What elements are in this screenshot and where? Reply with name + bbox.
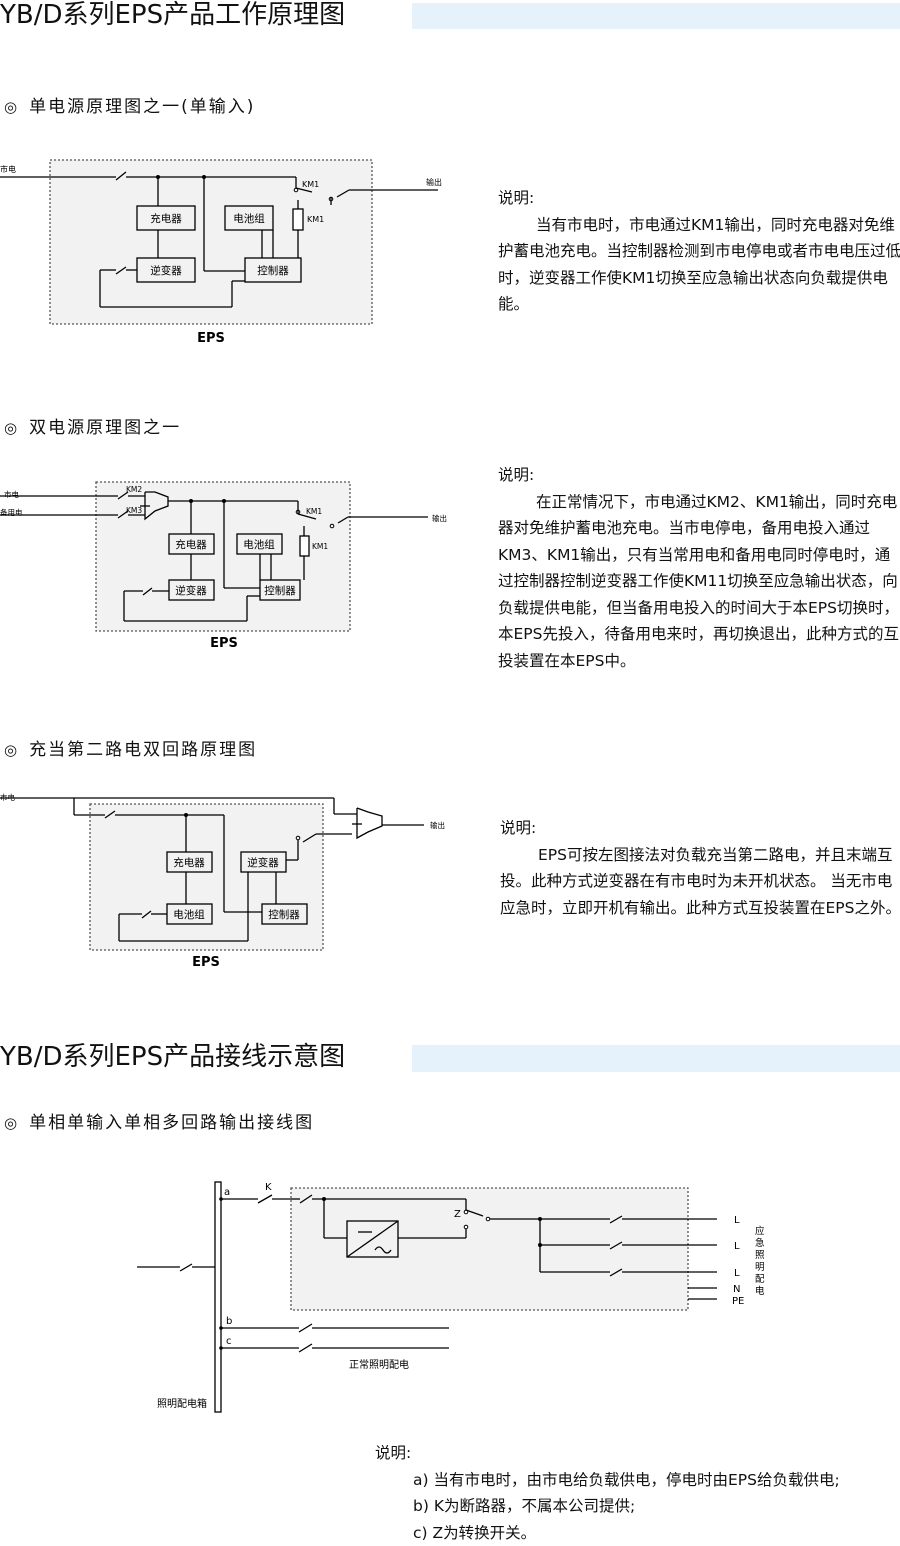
ats-switch <box>357 808 382 838</box>
note-heading: 说明: <box>498 462 900 489</box>
diagram-subtitle-text: 充当第二路电双回路原理图 <box>29 740 257 760</box>
output-label: 输出 <box>430 820 445 830</box>
mains-label: 市电 <box>0 792 15 802</box>
circle-bullet-icon: ◎ <box>4 98 19 116</box>
output-label: 输出 <box>432 513 447 523</box>
km3-label: KM3 <box>126 506 142 515</box>
charger-label: 充电器 <box>175 538 207 551</box>
charger-label: 充电器 <box>150 212 182 225</box>
km1-coil <box>300 536 309 556</box>
circle-bullet-icon: ◎ <box>4 741 19 759</box>
emergency-char: 电 <box>755 1285 765 1297</box>
section-title: YB/D系列EPS产品工作原理图 <box>0 0 345 32</box>
charger-label: 充电器 <box>173 856 205 869</box>
single-source-diagram: 市电 输出 KM1 KM1 充电器 电池组 逆变器 控制器 EPS <box>0 150 470 350</box>
distribution-box-label: 照明配电箱 <box>157 1397 207 1410</box>
inverter-label: 逆变器 <box>150 264 182 277</box>
emergency-char: 急 <box>755 1237 765 1249</box>
eps-enclosure <box>96 482 350 631</box>
bus-bar <box>215 1182 221 1412</box>
label-l3: L <box>734 1268 740 1279</box>
emergency-char: 明 <box>755 1262 765 1273</box>
note-item: b) K为断路器，不属本公司提供; <box>375 1493 840 1520</box>
note-heading: 说明: <box>500 815 900 842</box>
eps-enclosure <box>90 804 323 950</box>
note-body: EPS可按左图接法对负载充当第二路电，并且末端互投。此种方式逆变器在有市电时为未… <box>500 842 900 922</box>
km2-label: KM2 <box>126 485 142 494</box>
diagram-subtitle-text: 双电源原理图之一 <box>29 418 181 438</box>
normal-lighting-label: 正常照明配电 <box>349 1358 409 1371</box>
diagram-subtitle: ◎ 单相单输入单相多回路输出接线图 <box>4 1108 314 1133</box>
eps-label: EPS <box>192 955 220 970</box>
label-b: b <box>226 1316 232 1327</box>
diagram-note: 说明: 在正常情况下，市电通过KM2、KM1输出，同时充电器对免维护蓄电池充电。… <box>498 462 900 674</box>
backup-label: 备用电 <box>0 507 23 517</box>
label-z: Z <box>454 1209 461 1220</box>
diagram-subtitle: ◎ 充当第二路电双回路原理图 <box>4 735 257 760</box>
diagram-note: 说明: 当有市电时，市电通过KM1输出，同时充电器对免维护蓄电池充电。当控制器检… <box>498 185 900 318</box>
section-title: YB/D系列EPS产品接线示意图 <box>0 1040 345 1074</box>
km1-coil <box>293 209 303 230</box>
label-c: c <box>226 1336 232 1347</box>
section-title-bar <box>412 1045 900 1072</box>
eps-label: EPS <box>210 636 238 651</box>
label-a: a <box>224 1187 230 1198</box>
inverter-label: 逆变器 <box>247 856 279 869</box>
diagram-subtitle: ◎ 单电源原理图之一(单输入) <box>4 92 255 117</box>
note-item: c) Z为转换开关。 <box>375 1520 840 1546</box>
note-heading: 说明: <box>498 185 900 212</box>
label-l2: L <box>734 1241 740 1252</box>
circle-bullet-icon: ◎ <box>4 419 19 437</box>
controller-label: 控制器 <box>268 908 300 921</box>
battery-label: 电池组 <box>243 538 275 551</box>
label-k: K <box>265 1182 272 1193</box>
inverter-label: 逆变器 <box>175 584 207 597</box>
mains-label: 市电 <box>0 164 16 174</box>
km1-switch-label: KM1 <box>306 507 322 516</box>
controller-label: 控制器 <box>264 584 296 597</box>
mains-label: 市电 <box>4 489 19 499</box>
diagram-subtitle-text: 单相单输入单相多回路输出接线图 <box>29 1113 314 1133</box>
circle-bullet-icon: ◎ <box>4 1114 19 1132</box>
note-body: 在正常情况下，市电通过KM2、KM1输出，同时充电器对免维护蓄电池充电。当市电停… <box>498 489 900 675</box>
dual-source-diagram: 市电 备用电 KM2 KM3 KM1 KM1 输出 充电器 电池组 逆变器 控制… <box>0 470 460 670</box>
label-n: N <box>733 1284 740 1295</box>
emergency-char: 应 <box>755 1225 765 1237</box>
eps-enclosure <box>291 1188 688 1310</box>
wiring-diagram: a K Z L L L N PE 应 急 照 明 配 电 b c 正常照明配电 … <box>0 1170 820 1430</box>
wiring-notes: 说明: a) 当有市电时，由市电给负载供电，停电时由EPS给负载供电; b) K… <box>375 1440 840 1546</box>
section-title-bar <box>412 3 900 29</box>
controller-label: 控制器 <box>257 264 289 277</box>
label-pe: PE <box>732 1296 744 1307</box>
km1-switch-label: KM1 <box>302 180 319 189</box>
km1-coil-label: KM1 <box>312 542 328 551</box>
diagram-subtitle-text: 单电源原理图之一(单输入) <box>29 97 255 117</box>
km1-coil-label: KM1 <box>307 215 324 224</box>
emergency-label: 应 急 照 明 配 电 <box>755 1225 765 1297</box>
eps-enclosure <box>50 160 372 324</box>
diagram-subtitle: ◎ 双电源原理图之一 <box>4 413 181 438</box>
battery-label: 电池组 <box>173 908 205 921</box>
note-item: a) 当有市电时，由市电给负载供电，停电时由EPS给负载供电; <box>375 1467 840 1494</box>
output-label: 输出 <box>426 177 442 187</box>
note-body: 当有市电时，市电通过KM1输出，同时充电器对免维护蓄电池充电。当控制器检测到市电… <box>498 212 900 318</box>
eps-label: EPS <box>197 331 225 346</box>
emergency-char: 配 <box>755 1274 765 1285</box>
emergency-char: 照 <box>755 1250 765 1261</box>
note-heading: 说明: <box>375 1440 840 1467</box>
label-l1: L <box>734 1215 740 1226</box>
diagram-note: 说明: EPS可按左图接法对负载充当第二路电，并且末端互投。此种方式逆变器在有市… <box>500 815 900 921</box>
battery-label: 电池组 <box>233 212 265 225</box>
second-circuit-diagram: 市电 输出 充电器 逆变器 电池组 控制器 EPS <box>0 790 460 980</box>
